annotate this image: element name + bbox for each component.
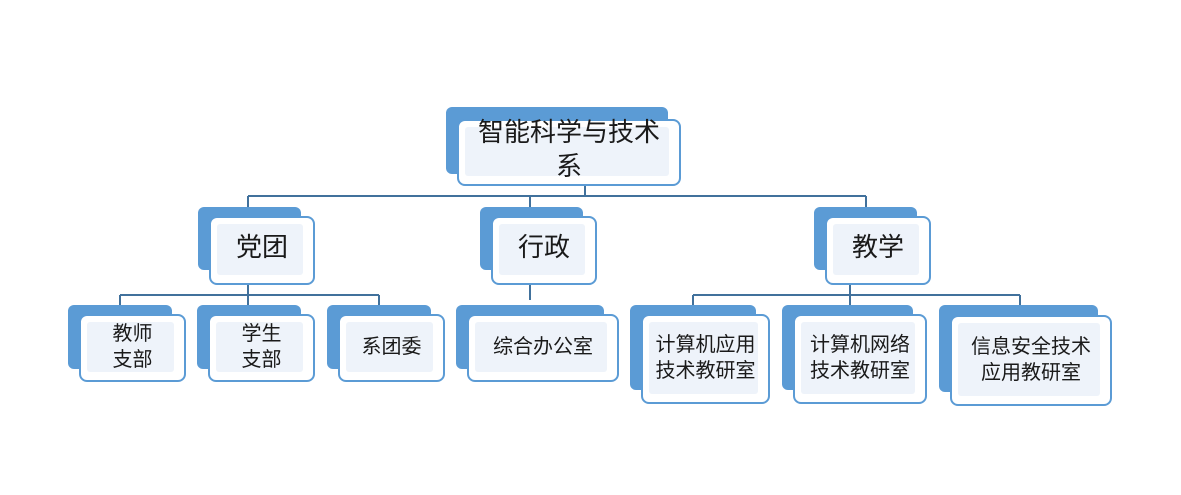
node-teacher-branch-label: 教师支部 — [112, 321, 153, 371]
node-computer-network-label: 计算机网络技术教研室 — [810, 332, 910, 382]
node-jiaoxue-label: 教学 — [851, 232, 904, 263]
node-youth-league-label: 系团委 — [361, 334, 422, 358]
node-information-security-label: 信息安全技术应用教研室 — [971, 333, 1091, 384]
node-xingzheng-label: 行政 — [517, 232, 570, 263]
node-computer-application-label: 计算机应用技术教研室 — [655, 332, 756, 382]
root-label: 智能科学与技术系 — [477, 117, 660, 182]
node-dangtuan-label: 党团 — [235, 232, 288, 263]
node-general-office-label: 综合办公室 — [493, 334, 593, 358]
node-student-branch-label: 学生支部 — [241, 321, 282, 371]
